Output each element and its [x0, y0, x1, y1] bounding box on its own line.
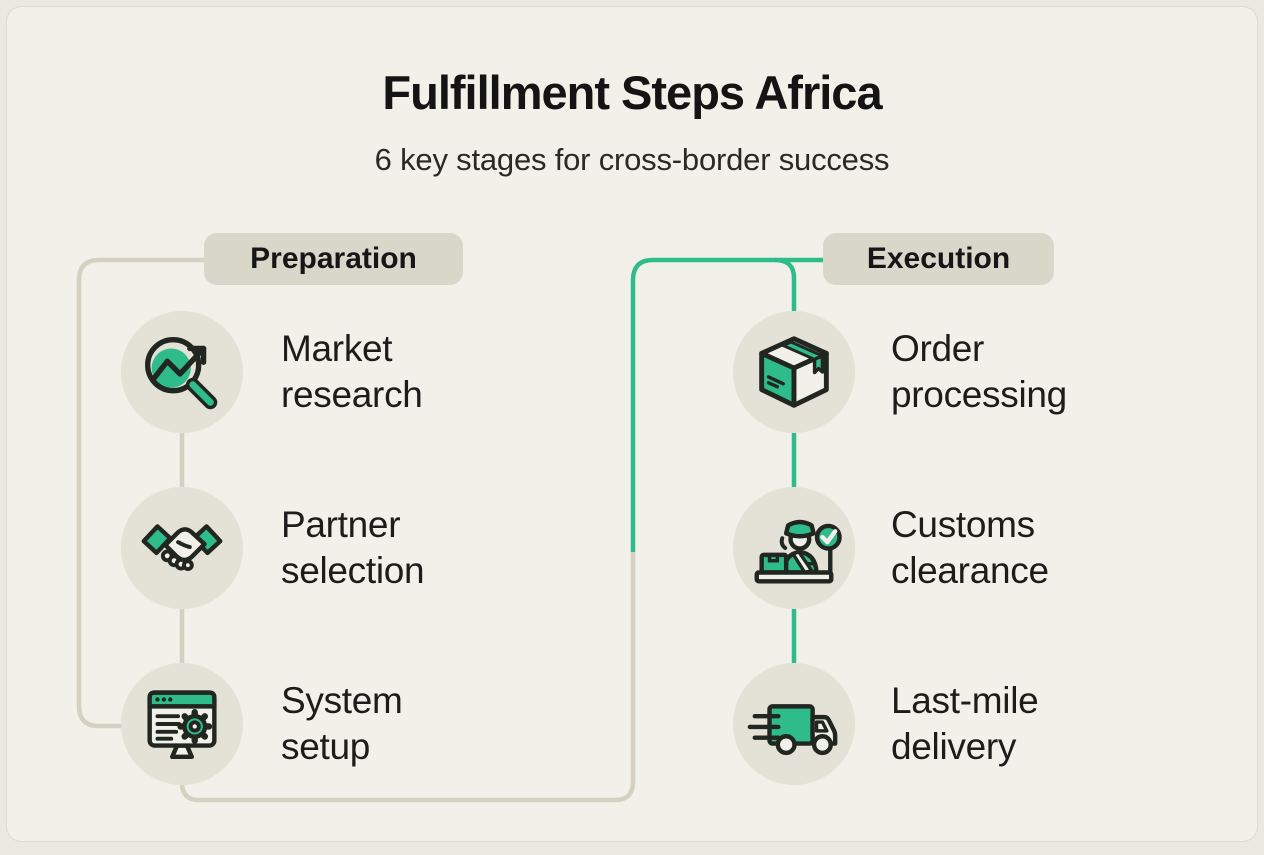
badge-execution-label: Execution — [866, 242, 1011, 275]
step-circle-market-research — [121, 311, 243, 433]
badge-execution: Execution — [823, 233, 1054, 285]
step-circle-order-processing — [733, 311, 855, 433]
customs-officer-icon — [754, 519, 842, 584]
step-label-order-processing: Order processing — [891, 328, 1067, 415]
step-circle-customs-clearance — [733, 487, 855, 609]
page-subtitle: 6 key stages for cross-border success — [374, 142, 890, 177]
infographic-card: Fulfillment Steps Africa 6 key stages fo… — [6, 6, 1258, 842]
delivery-truck-icon — [747, 704, 838, 756]
step-label-market-research: Market research — [281, 328, 423, 415]
step-label-last-mile-delivery: Last-mile delivery — [891, 680, 1039, 767]
step-circle-last-mile-delivery — [733, 663, 855, 785]
market-research-icon — [145, 336, 218, 410]
badge-preparation-label: Preparation — [250, 242, 417, 275]
handshake-icon — [141, 524, 223, 572]
badge-preparation: Preparation — [204, 233, 463, 285]
step-circle-partner-selection — [121, 487, 243, 609]
step-label-system-setup: System setup — [281, 680, 403, 767]
connector-lines — [76, 257, 823, 803]
connector-bottom-bridge — [179, 552, 636, 803]
connector-execution-riser — [630, 257, 823, 552]
system-setup-icon — [147, 690, 217, 760]
step-circle-system-setup — [121, 663, 243, 785]
package-box-icon — [759, 336, 829, 408]
step-label-customs-clearance: Customs clearance — [891, 504, 1049, 591]
step-label-partner-selection: Partner selection — [281, 504, 425, 591]
connector-execution-drop — [774, 257, 797, 311]
connector-preparation-outer — [76, 257, 212, 729]
page-title: Fulfillment Steps Africa — [382, 66, 882, 119]
